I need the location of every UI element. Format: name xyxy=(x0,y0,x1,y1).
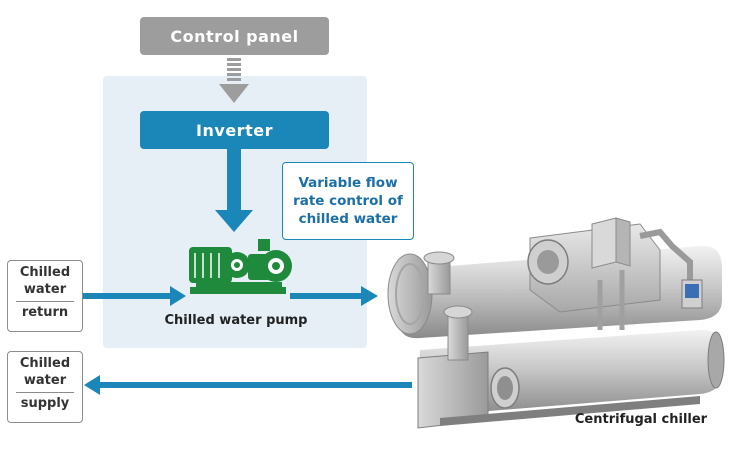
inverter-label: Inverter xyxy=(196,120,273,140)
chilled-water-return-box: Chilled water return xyxy=(7,260,83,332)
return-line-1: Chilled xyxy=(19,265,71,280)
return-divider xyxy=(16,301,74,302)
callout-line-2: rate control of xyxy=(293,193,403,209)
return-line-3: return xyxy=(21,305,69,320)
callout-line-3: chilled water xyxy=(298,211,398,227)
pump-to-chiller-arrow xyxy=(290,286,378,306)
control-panel-label: Control panel xyxy=(170,26,299,46)
return-line-2: water xyxy=(23,282,67,297)
return-flow-arrow xyxy=(83,286,186,306)
centrifugal-chiller-image xyxy=(387,217,725,429)
control-signal-arrow xyxy=(219,58,249,103)
supply-line-2: water xyxy=(23,373,67,388)
supply-line-1: Chilled xyxy=(19,356,71,371)
chiller-label: Centrifugal chiller xyxy=(574,412,708,427)
pump-label: Chilled water pump xyxy=(164,313,308,328)
supply-line-3: supply xyxy=(20,396,70,411)
chilled-water-supply-box: Chilled water supply xyxy=(7,351,83,423)
supply-flow-arrow xyxy=(84,375,412,395)
pump-icon xyxy=(189,239,292,294)
variable-flow-callout: Variable flow rate control of chilled wa… xyxy=(282,162,414,240)
inverter-to-pump-arrow xyxy=(215,149,253,232)
inverter-box: Inverter xyxy=(140,111,329,149)
callout-line-1: Variable flow xyxy=(298,175,398,191)
control-panel-box: Control panel xyxy=(140,17,329,55)
supply-divider xyxy=(16,392,74,393)
